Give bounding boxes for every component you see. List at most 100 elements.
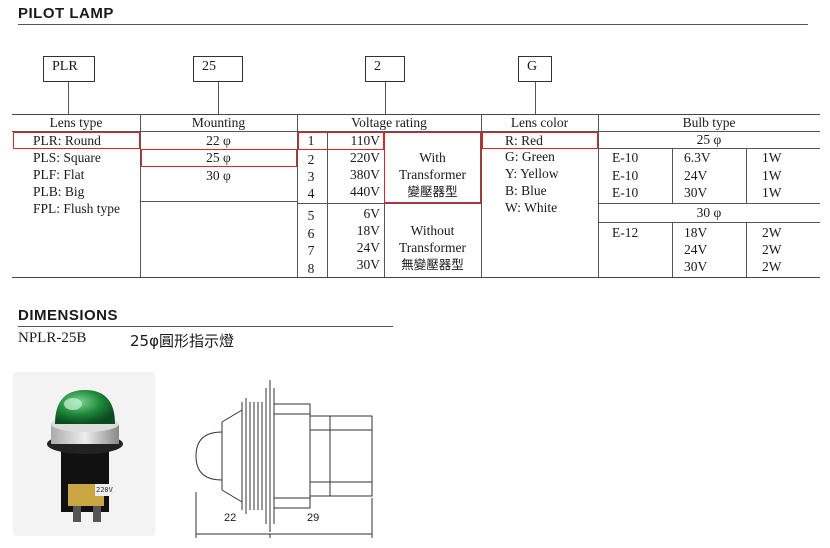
connector-line	[535, 82, 536, 114]
bulb-divider	[672, 148, 673, 203]
lens-color-item: B: Blue	[505, 183, 547, 198]
code-box-mounting: 25	[193, 56, 243, 82]
bulb-watt: 2W	[762, 242, 782, 257]
header-lens-type: Lens type	[49, 115, 103, 130]
table-header-rule	[12, 131, 820, 132]
lens-type-item: PLB: Big	[33, 184, 85, 199]
highlight-mounting	[141, 149, 297, 167]
voltage-num: 6	[307, 226, 315, 241]
bulb-watt: 1W	[762, 168, 782, 183]
voltage-num: 3	[307, 169, 315, 184]
lens-type-item: FPL: Flush type	[33, 201, 121, 216]
bulb-volt: 30V	[684, 185, 708, 200]
bulb-rule	[598, 222, 820, 223]
header-bulb-type: Bulb type	[682, 115, 736, 130]
dimension-drawing	[195, 380, 373, 538]
dimension-left: 22	[224, 512, 237, 524]
bulb-volt: 18V	[684, 225, 708, 240]
voltage-value: 440V	[350, 184, 380, 199]
lens-color-item: W: White	[505, 200, 558, 215]
table-top-rule	[12, 114, 820, 115]
highlight-transformer	[384, 132, 481, 203]
voltage-value: 30V	[356, 257, 380, 272]
voltage-value: 220V	[350, 150, 380, 165]
bulb-volt: 24V	[684, 168, 708, 183]
connector-line	[218, 82, 219, 114]
connector-line	[68, 82, 69, 114]
voltage-num: 4	[307, 186, 315, 201]
voltage-value: 18V	[356, 223, 380, 238]
code-box-voltage: 2	[365, 56, 405, 82]
code-box-lens-color: G	[518, 56, 552, 82]
bulb-base: E-10	[612, 185, 639, 200]
bulb-watt: 2W	[762, 259, 782, 274]
mounting-rule	[140, 201, 297, 202]
bulb-size-label: 25 φ	[696, 132, 722, 147]
without-transformer-label: Without	[410, 223, 455, 238]
bulb-volt: 30V	[684, 259, 708, 274]
bulb-base: E-10	[612, 168, 639, 183]
voltage-value: 6V	[363, 206, 381, 221]
voltage-value: 110V	[350, 133, 381, 148]
bulb-rule	[598, 148, 820, 149]
page-title: PILOT LAMP	[18, 5, 114, 22]
bulb-divider	[746, 222, 747, 277]
highlight-lens-color	[482, 132, 598, 149]
lens-type-item: PLR: Round	[33, 133, 101, 148]
voltage-num-divider	[327, 131, 328, 277]
header-lens-color: Lens color	[510, 115, 569, 130]
col-divider	[297, 114, 298, 277]
mounting-item: 25 φ	[206, 150, 231, 165]
without-transformer-label: Transformer	[399, 240, 466, 255]
col-divider	[140, 114, 141, 277]
bulb-size-label: 30 φ	[696, 205, 722, 220]
dimension-right: 29	[307, 512, 320, 524]
highlight-lens-type	[13, 132, 140, 149]
voltage-rule	[297, 203, 481, 204]
header-mounting: Mounting	[191, 115, 246, 130]
bulb-watt: 1W	[762, 150, 782, 165]
bulb-watt: 1W	[762, 185, 782, 200]
lens-color-item: R: Red	[505, 133, 543, 148]
product-photo: 220V	[13, 372, 155, 536]
voltage-num: 1	[307, 133, 315, 148]
with-transformer-label: With	[419, 150, 446, 165]
voltage-num: 5	[307, 208, 315, 223]
bulb-base: E-10	[612, 150, 639, 165]
voltage-value: 24V	[356, 240, 380, 255]
voltage-value-divider	[384, 131, 385, 277]
with-transformer-label: 變壓器型	[407, 184, 458, 199]
voltage-num: 2	[307, 152, 315, 167]
lens-type-item: PLS: Square	[33, 150, 101, 165]
col-divider	[481, 114, 482, 277]
lens-color-item: Y: Yellow	[505, 166, 559, 181]
voltage-num: 7	[307, 243, 315, 258]
lens-color-item: G: Green	[505, 149, 555, 164]
mounting-item: 30 φ	[206, 168, 231, 183]
voltage-value: 380V	[350, 167, 380, 182]
table-bottom-rule	[12, 277, 820, 278]
bulb-base: E-12	[612, 225, 639, 240]
pilot-lamp-photo-icon	[47, 390, 123, 522]
dimensions-title: DIMENSIONS	[18, 307, 119, 324]
header-rule	[18, 24, 808, 25]
lens-type-item: PLF: Flat	[33, 167, 85, 182]
bulb-rule	[598, 203, 820, 204]
photo-label: 220V	[96, 486, 113, 494]
bulb-divider	[672, 222, 673, 277]
mounting-item: 22 φ	[206, 133, 231, 148]
model-number: NPLR-25B	[18, 330, 87, 346]
header-voltage: Voltage rating	[351, 115, 427, 130]
highlight-voltage-value	[298, 132, 384, 150]
without-transformer-label: 無變壓器型	[401, 257, 464, 272]
code-box-lens-type: PLR	[43, 56, 95, 82]
connector-line	[385, 82, 386, 114]
model-description: 25φ圓形指示燈	[130, 332, 234, 350]
bulb-volt: 6.3V	[684, 150, 711, 165]
bulb-watt: 2W	[762, 225, 782, 240]
dimensions-rule	[18, 326, 393, 327]
bulb-divider	[746, 148, 747, 203]
with-transformer-label: Transformer	[399, 167, 466, 182]
voltage-num: 8	[307, 261, 315, 276]
col-divider	[598, 114, 599, 277]
